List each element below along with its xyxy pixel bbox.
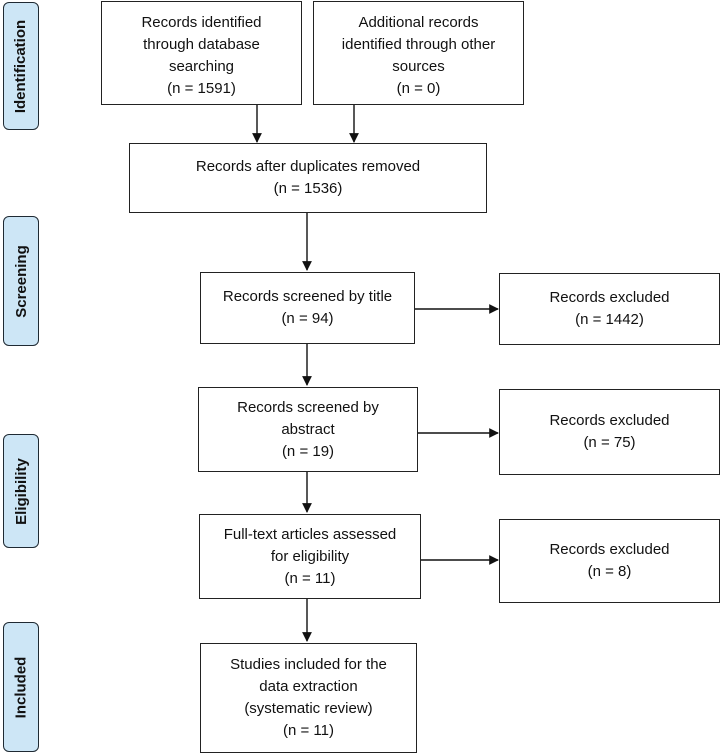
screened-title-count: (n = 94) [281,310,334,327]
other-sources-line-1: Additional records [358,14,479,31]
excluded-abstract-count: (n = 75) [583,434,636,451]
phase-included: Included [3,622,39,752]
screened-abstract-line-1: Records screened by [237,398,379,416]
included-line-3: (systematic review) [244,700,373,717]
included-count: (n = 11) [283,722,334,739]
other-sources-line-3: sources [392,58,445,75]
excluded-full-text-label: Records excluded [549,541,670,558]
full-text-count: (n = 11) [284,569,336,587]
box-excluded-full-text: Records excluded (n = 8) [499,519,720,603]
duplicates-removed-label: Records after duplicates removed [195,158,421,175]
database-line-2: through database [143,36,260,53]
full-text-line-1: Full-text articles assessed [223,525,397,543]
box-full-text-assessed: Full-text articles assessed for eligibil… [199,514,421,599]
phase-eligibility: Eligibility [3,434,39,548]
box-other-sources: Additional records identified through ot… [313,1,524,105]
database-line-3: searching [168,58,235,75]
database-line-1: Records identified [141,14,262,31]
phase-screening: Screening [3,216,39,346]
box-duplicates-removed: Records after duplicates removed (n = 15… [129,143,487,213]
screened-abstract-count: (n = 19) [281,442,335,460]
included-line-1: Studies included for the [230,656,387,673]
other-sources-line-2: identified through other [341,36,496,53]
excluded-full-text-count: (n = 8) [587,563,632,580]
full-text-line-2: for eligibility [270,547,350,565]
excluded-abstract-label: Records excluded [549,412,670,429]
screened-abstract-line-2: abstract [281,420,335,438]
box-database-records: Records identified through database sear… [101,1,302,105]
box-screened-abstract: Records screened by abstract (n = 19) [198,387,418,472]
box-excluded-title: Records excluded (n = 1442) [499,273,720,345]
box-screened-title: Records screened by title (n = 94) [200,272,415,344]
screened-title-label: Records screened by title [222,288,393,305]
excluded-title-label: Records excluded [549,289,670,306]
phase-identification: Identification [3,2,39,130]
database-count: (n = 1591) [167,80,236,97]
duplicates-removed-count: (n = 1536) [273,180,343,197]
box-studies-included: Studies included for the data extraction… [200,643,417,753]
other-sources-count: (n = 0) [396,80,441,97]
included-line-2: data extraction [259,678,358,695]
excluded-title-count: (n = 1442) [575,311,644,328]
box-excluded-abstract: Records excluded (n = 75) [499,389,720,475]
